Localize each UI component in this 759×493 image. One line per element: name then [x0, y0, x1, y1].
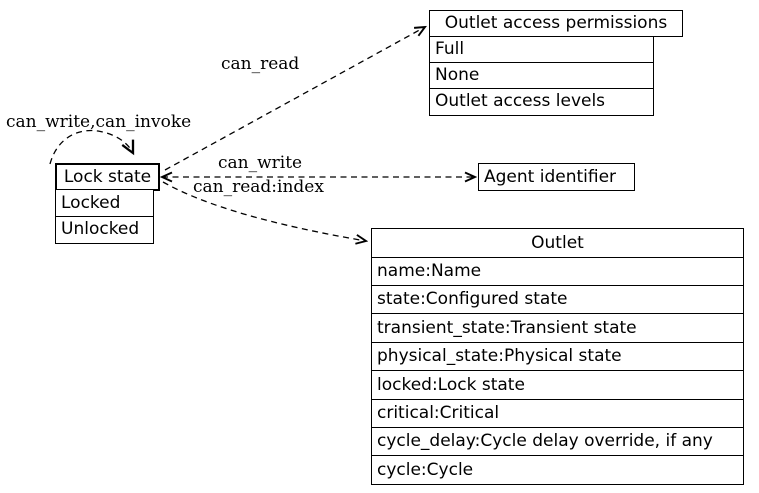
node-row-cycle: cycle:Cycle: [371, 455, 744, 486]
node-row-full: Full: [429, 35, 654, 64]
node-title-agent-identifier: Agent identifier: [478, 163, 635, 191]
node-row-transient-state: transient_state:Transient state: [371, 313, 744, 344]
node-agent-identifier: Agent identifier: [478, 163, 635, 191]
edge-label-can-read-index: can_read:index: [193, 177, 324, 197]
edge-label-can-read: can_read: [221, 54, 300, 74]
edge-label-can-write-can-invoke: can_write,can_invoke: [6, 112, 192, 132]
edge-can-read-line: [164, 27, 425, 171]
node-title-outlet-access-permissions: Outlet access permissions: [429, 10, 683, 37]
node-row-none: None: [429, 61, 654, 90]
edge-label-can-write: can_write: [218, 153, 303, 173]
node-row-name: name:Name: [371, 256, 744, 287]
node-title-outlet: Outlet: [371, 228, 744, 258]
node-row-outlet-access-levels: Outlet access levels: [429, 88, 654, 116]
edge-can-read-index-line: [162, 181, 366, 241]
node-row-physical-state: physical_state:Physical state: [371, 341, 744, 372]
node-row-locked: Locked: [55, 189, 154, 218]
edge-self-loop-line: [49, 129, 135, 165]
node-row-locked: locked:Lock state: [371, 370, 744, 401]
node-row-critical: critical:Critical: [371, 398, 744, 429]
node-row-unlocked: Unlocked: [55, 215, 154, 244]
node-row-state: state:Configured state: [371, 285, 744, 315]
node-outlet-access-permissions: Outlet access permissions Full None Outl…: [429, 10, 683, 116]
node-title-lock-state: Lock state: [55, 163, 160, 191]
node-outlet: Outlet name:Name state:Configured state …: [371, 228, 744, 486]
node-row-cycle-delay: cycle_delay:Cycle delay override, if any: [371, 427, 744, 457]
node-lock-state: Lock state Locked Unlocked: [55, 163, 160, 244]
